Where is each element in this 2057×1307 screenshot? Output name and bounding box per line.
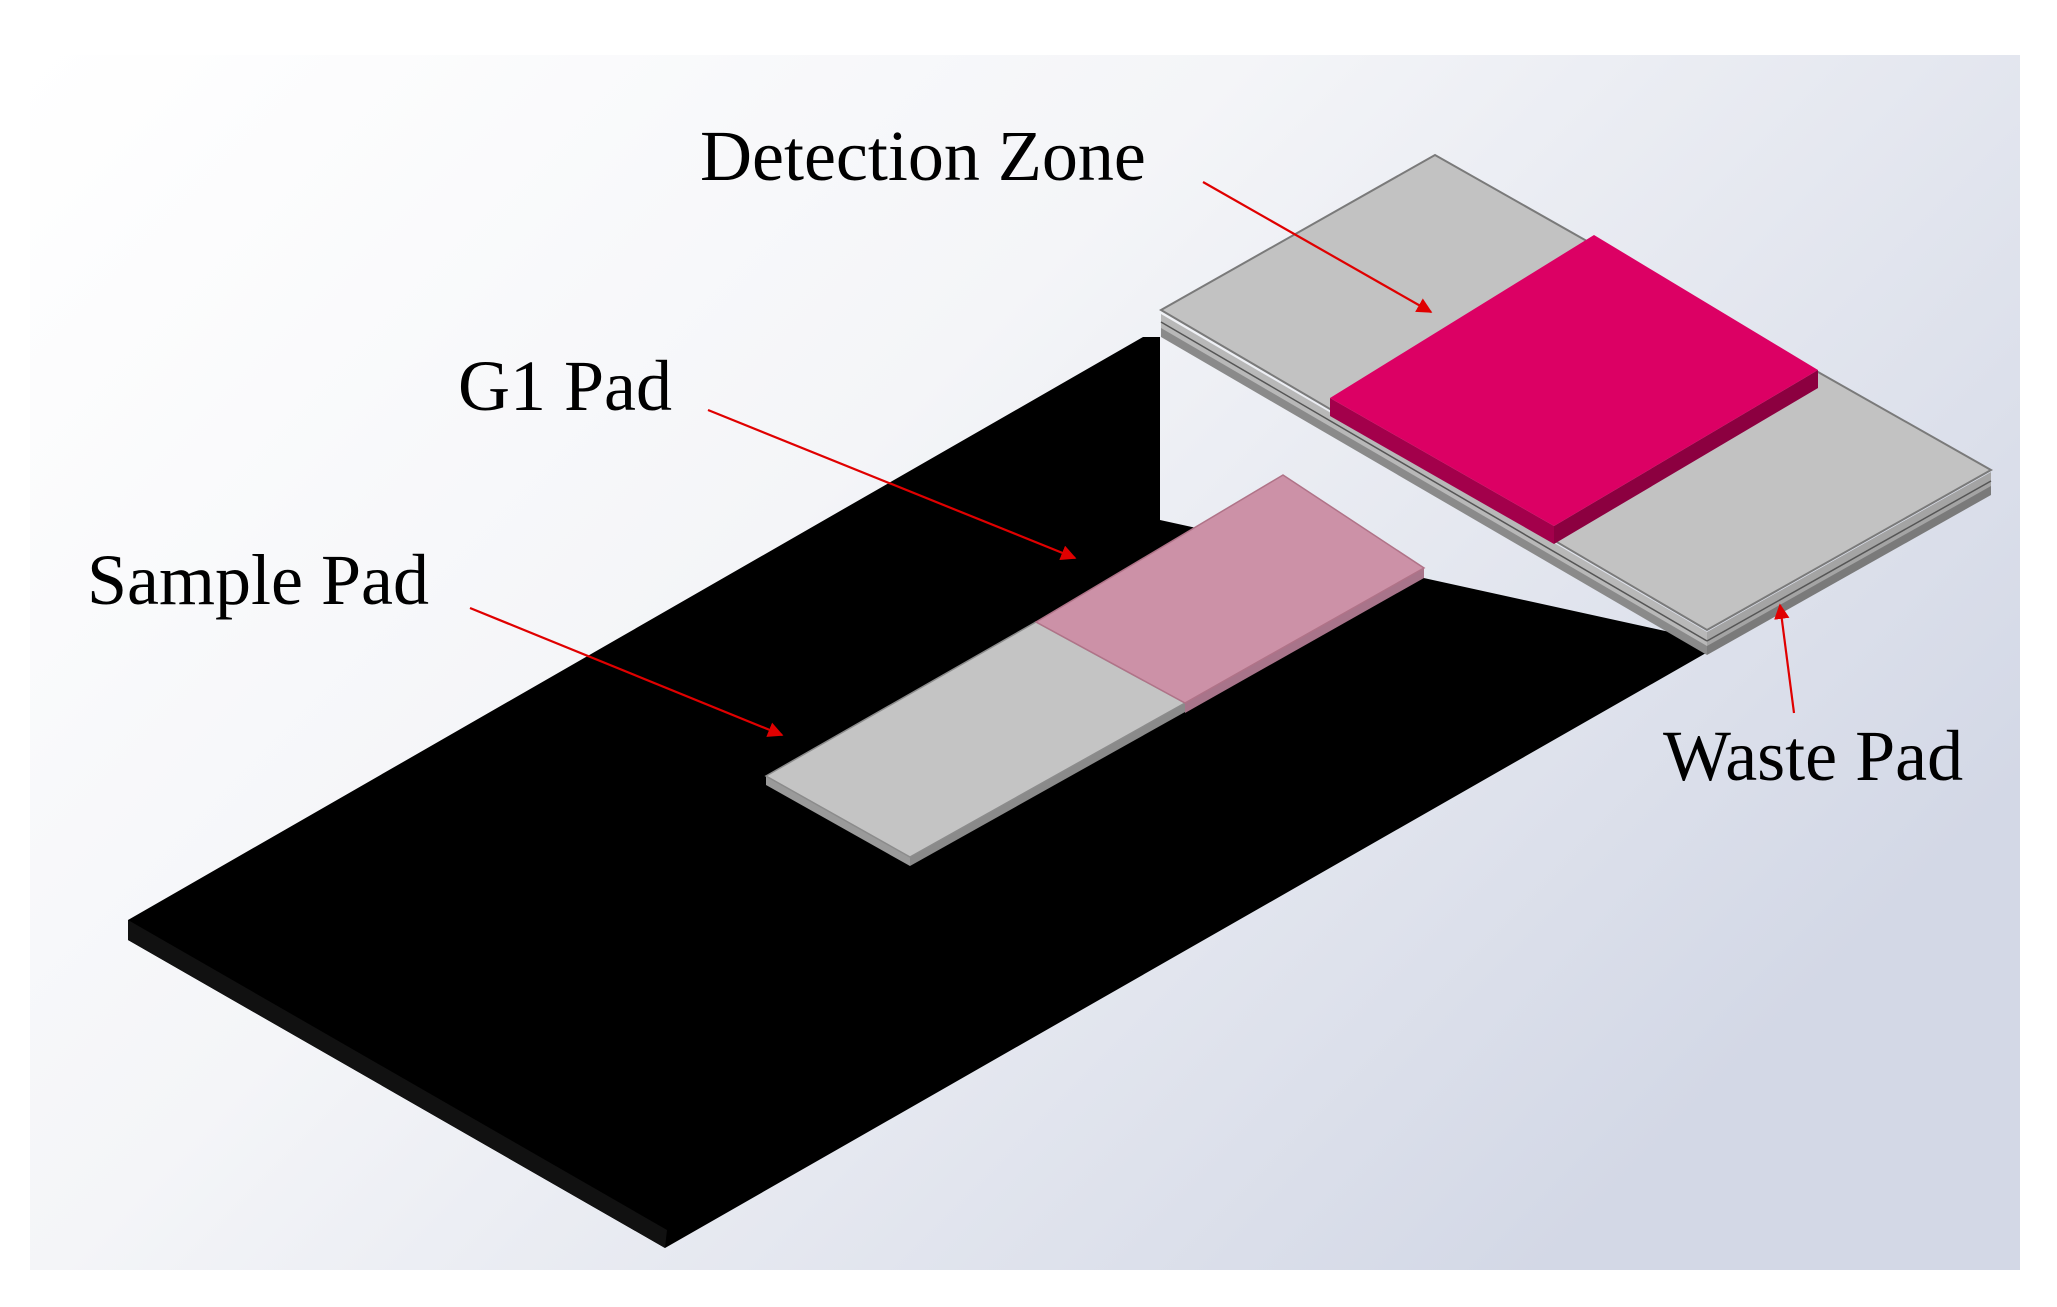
detection-zone-label: Detection Zone: [700, 116, 1146, 196]
detection-zone-arrow: [1202, 181, 1433, 313]
waste-pad-arrow: [1774, 603, 1796, 714]
waste-pad-label: Waste Pad: [1663, 716, 1963, 796]
g1-pad-top: [1034, 474, 1426, 704]
detection-zone-top: [1330, 235, 1818, 526]
g1-pad-label: G1 Pad: [458, 346, 672, 426]
g1-pad-arrow: [707, 408, 1077, 560]
g1-pad: [1034, 474, 1426, 713]
sample-pad-label: Sample Pad: [87, 540, 429, 620]
sample-pad-arrow: [469, 606, 784, 737]
backing-card-bottom-edge: [128, 920, 667, 1248]
sample-pad: [764, 621, 1187, 866]
detection-zone-pad: [1330, 235, 1818, 544]
